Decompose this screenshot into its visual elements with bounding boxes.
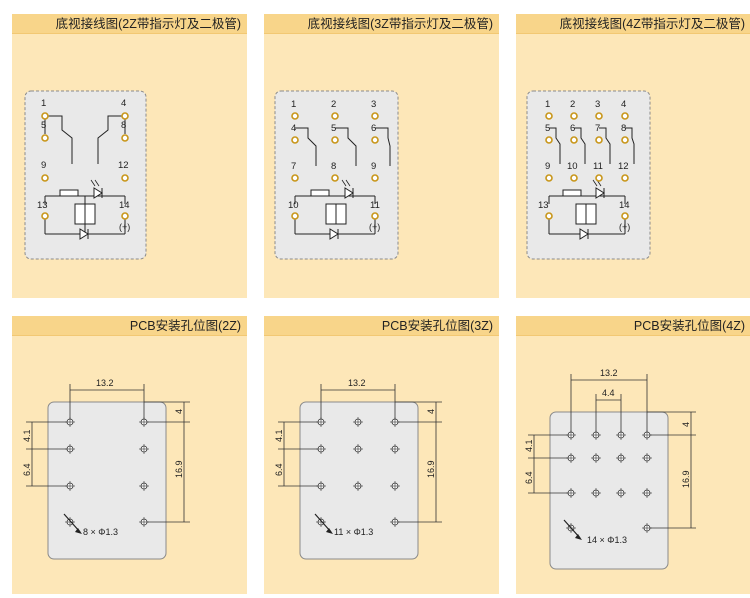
svg-text:4.1: 4.1 — [524, 439, 534, 452]
svg-text:11: 11 — [593, 161, 603, 172]
svg-text:11: 11 — [370, 200, 380, 211]
pcb-panel-3z: PCB安装孔位图(3Z) — [264, 316, 499, 594]
pcb-panel-4z: PCB安装孔位图(4Z) — [516, 316, 750, 594]
wiring-title-4z: 底视接线图(4Z带指示灯及二极管) — [516, 14, 750, 34]
svg-text:13.2: 13.2 — [600, 368, 618, 378]
pin-label: 5 — [41, 120, 46, 131]
svg-text:3: 3 — [595, 99, 600, 110]
pin-label: 8 — [121, 120, 126, 131]
pin-circles — [41, 112, 129, 220]
svg-text:9: 9 — [545, 161, 550, 172]
svg-text:4: 4 — [681, 422, 691, 427]
wiring-panel-3z: 底视接线图(3Z带指示灯及二极管) 1 2 3 4 5 6 7 8 — [264, 14, 499, 298]
svg-text:14: 14 — [619, 200, 630, 211]
svg-text:4.1: 4.1 — [274, 429, 284, 442]
svg-text:5: 5 — [331, 123, 336, 134]
pin-label: 4 — [121, 98, 126, 109]
pin-label: 9 — [41, 160, 46, 171]
svg-text:2: 2 — [570, 99, 575, 110]
svg-text:16.9: 16.9 — [681, 470, 691, 488]
svg-text:6.4: 6.4 — [274, 463, 284, 476]
svg-text:8: 8 — [331, 161, 336, 172]
svg-text:10: 10 — [567, 161, 578, 172]
pcb-layout-4z: 13.2 4.4 4 16.9 4.1 6.4 14 × Φ1.3 — [524, 368, 696, 570]
svg-text:13.2: 13.2 — [348, 378, 366, 388]
wiring-panel-2z: 底视接线图(2Z带指示灯及二极管) 1 4 5 8 9 — [12, 14, 247, 298]
wiring-title-3z: 底视接线图(3Z带指示灯及二极管) — [264, 14, 499, 34]
resistor-icon — [59, 189, 79, 197]
svg-text:6: 6 — [371, 123, 376, 134]
dim-row1: 4.1 — [22, 429, 32, 442]
svg-text:6: 6 — [570, 123, 575, 134]
svg-text:2: 2 — [331, 99, 336, 110]
svg-text:12: 12 — [618, 161, 629, 172]
polarity-label: (+) — [119, 222, 130, 232]
svg-text:4: 4 — [621, 99, 626, 110]
pin-label: 1 — [41, 98, 46, 109]
svg-text:14 × Φ1.3: 14 × Φ1.3 — [587, 535, 627, 545]
svg-text:6.4: 6.4 — [524, 471, 534, 484]
svg-text:5: 5 — [545, 123, 550, 134]
diode-icon — [79, 228, 89, 240]
pcb-layout-3z: 13.2 4 16.9 4.1 6.4 11 × Φ1.3 — [274, 378, 442, 560]
dim-top: 4 — [174, 409, 184, 414]
svg-text:10: 10 — [288, 200, 299, 211]
pcb-panel-2z: PCB安装孔位图(2Z) 13.2 — [12, 316, 247, 594]
svg-text:4: 4 — [291, 123, 296, 134]
svg-text:7: 7 — [291, 161, 296, 172]
svg-text:8: 8 — [621, 123, 626, 134]
svg-text:4.4: 4.4 — [602, 388, 615, 398]
led-icon — [93, 187, 103, 199]
svg-text:1: 1 — [291, 99, 296, 110]
svg-text:11 × Φ1.3: 11 × Φ1.3 — [334, 527, 373, 537]
pcb-layout-2z: 13.2 4 16.9 4.1 6.4 8 × Φ1.3 — [22, 378, 190, 560]
wiring-title-2z: 底视接线图(2Z带指示灯及二极管) — [12, 14, 247, 34]
pin-label: 12 — [118, 160, 129, 171]
svg-text:7: 7 — [595, 123, 600, 134]
pin-label: 14 — [119, 200, 130, 211]
pcb-title-4z: PCB安装孔位图(4Z) — [516, 316, 750, 336]
pcb-title-2z: PCB安装孔位图(2Z) — [12, 316, 247, 336]
svg-text:(+): (+) — [369, 222, 380, 232]
wiring-panel-4z: 底视接线图(4Z带指示灯及二极管) 1 2 3 4 5 6 7 — [516, 14, 750, 298]
pin-label: 13 — [37, 200, 48, 211]
svg-text:3: 3 — [371, 99, 376, 110]
svg-text:1: 1 — [545, 99, 550, 110]
dim-height: 16.9 — [174, 460, 184, 478]
dim-row2: 6.4 — [22, 463, 32, 476]
hole-count: 8 × Φ1.3 — [83, 527, 118, 537]
svg-text:9: 9 — [371, 161, 376, 172]
wiring-diagram-2z: 1 4 5 8 9 12 13 14 (+) — [24, 90, 147, 260]
svg-text:13: 13 — [538, 200, 549, 211]
svg-text:16.9: 16.9 — [426, 460, 436, 478]
wiring-diagram-3z: 1 2 3 4 5 6 7 8 9 10 11 (+) — [274, 90, 399, 260]
svg-text:4: 4 — [426, 409, 436, 414]
svg-text:(+): (+) — [619, 222, 630, 232]
wiring-diagram-4z: 1 2 3 4 5 6 7 8 9 10 11 12 13 14 (+) — [526, 90, 651, 260]
dim-width: 13.2 — [96, 378, 114, 388]
relay-base-outline — [24, 90, 147, 260]
pcb-title-3z: PCB安装孔位图(3Z) — [264, 316, 499, 336]
